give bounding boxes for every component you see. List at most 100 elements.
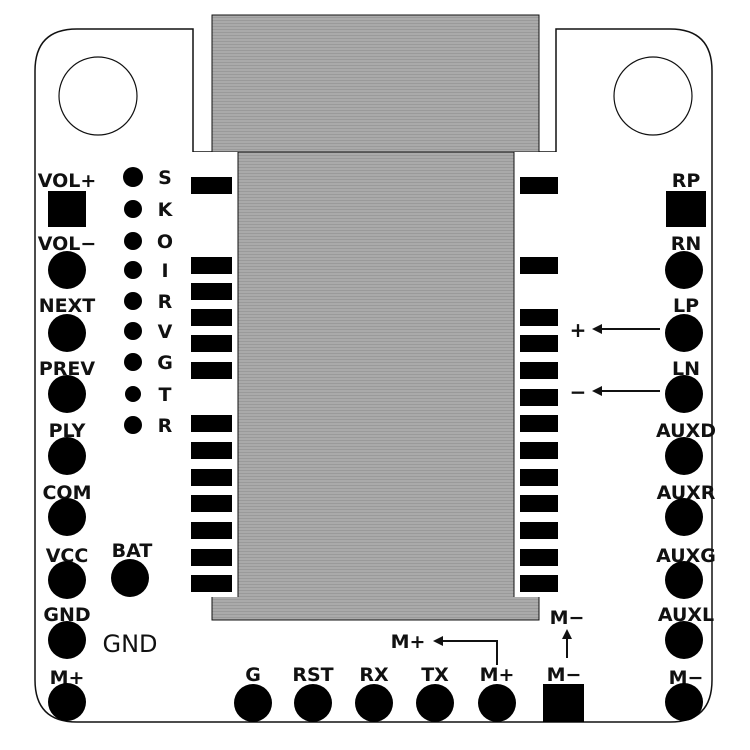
mounting-hole-right [613, 56, 693, 136]
right-header-pad-ln[interactable] [665, 375, 703, 413]
left-header-pad-volminus[interactable] [48, 251, 86, 289]
mounting-hole-left [58, 56, 138, 136]
left-header-label-volplus: VOL+ [38, 170, 97, 192]
test-point-pad[interactable] [125, 386, 141, 402]
module-pad-left [191, 495, 232, 512]
module-body [211, 151, 540, 621]
module-pad-left [191, 309, 232, 326]
lp-arrow [592, 324, 660, 334]
bottom-header-pad-mplus[interactable] [478, 684, 516, 722]
bottom-header-pad-rst[interactable] [294, 684, 332, 722]
module-pad-left [191, 415, 232, 432]
right-header-label-auxg: AUXG [656, 545, 716, 567]
test-point-pad[interactable] [123, 167, 143, 187]
right-header-label-auxl: AUXL [658, 604, 714, 626]
left-header-label-com: COM [42, 482, 91, 504]
left-header-label-volminus: VOL− [38, 233, 97, 255]
left-header-pad-prev[interactable] [48, 375, 86, 413]
test-point-pad[interactable] [124, 416, 142, 434]
module-pad-left [191, 177, 232, 194]
module-pad-right [520, 389, 558, 406]
test-point-label: O [157, 231, 173, 253]
bottom-header-label-g: G [245, 664, 261, 686]
module-pad-right [520, 469, 558, 486]
module-pad-right [520, 442, 558, 459]
right-header-label-auxr: AUXR [657, 482, 716, 504]
module-pad-left [191, 442, 232, 459]
module-pad-right [520, 522, 558, 539]
right-header-pad-lp[interactable] [665, 314, 703, 352]
test-point-pad[interactable] [124, 353, 142, 371]
module-pad-right [520, 575, 558, 592]
right-header-pad-rn[interactable] [665, 251, 703, 289]
bottom-header-label-rst: RST [292, 664, 333, 686]
test-point-label: K [158, 199, 174, 221]
bottom-header-pad-rx[interactable] [355, 684, 393, 722]
module-pad-left [191, 469, 232, 486]
test-point-pad[interactable] [124, 261, 142, 279]
lp-arrow-label: + [570, 318, 587, 342]
left-header-pad-mplus[interactable] [48, 683, 86, 721]
module-pad-left [191, 522, 232, 539]
module-pad-left [191, 257, 232, 274]
left-header-pad-ply[interactable] [48, 437, 86, 475]
left-header-pad-gnd[interactable] [48, 621, 86, 659]
module-pad-left [191, 283, 232, 300]
bottom-header-pad-mminus[interactable] [543, 684, 584, 722]
test-point-label: I [161, 260, 168, 282]
right-header-label-rn: RN [671, 233, 702, 255]
bat-pad[interactable] [111, 559, 149, 597]
module-pad-right [520, 335, 558, 352]
mplus-arrow [433, 636, 498, 665]
module-pad-left [191, 549, 232, 566]
test-point-label: T [159, 384, 172, 406]
left-header-pad-volplus[interactable] [48, 191, 86, 227]
mminus-arrow-label: M− [550, 607, 585, 629]
test-point-pad[interactable] [124, 292, 142, 310]
right-header-label-lp: LP [673, 295, 699, 317]
left-header-label-prev: PREV [39, 358, 96, 380]
bottom-header-pad-g[interactable] [234, 684, 272, 722]
module-pad-right [520, 257, 558, 274]
left-header-label-ply: PLY [49, 420, 86, 442]
right-header-label-auxd: AUXD [656, 420, 716, 442]
module-pads [191, 177, 558, 592]
right-header-pad-mminus[interactable] [665, 683, 703, 721]
module-pad-right [520, 362, 558, 379]
bottom-header-label-mminus: M− [547, 664, 582, 686]
test-point-label: V [158, 321, 173, 343]
left-header-pad-vcc[interactable] [48, 561, 86, 599]
right-header-pad-auxl[interactable] [665, 621, 703, 659]
module-antenna [211, 14, 540, 153]
right-header-pad-auxr[interactable] [665, 498, 703, 536]
left-header-label-mplus: M+ [50, 667, 85, 689]
test-point-label: R [158, 291, 173, 313]
test-point-label: G [157, 352, 173, 374]
module-pad-left [191, 575, 232, 592]
module-pad-right [520, 177, 558, 194]
module-pad-right [520, 415, 558, 432]
left-header-pad-com[interactable] [48, 498, 86, 536]
left-header-label-gnd: GND [43, 604, 90, 626]
module-pad-right [520, 309, 558, 326]
test-point-pad[interactable] [124, 232, 142, 250]
right-header-pad-auxg[interactable] [665, 561, 703, 599]
gnd-label: GND [102, 630, 157, 658]
test-point-label: R [158, 415, 173, 437]
test-point-pad[interactable] [124, 322, 142, 340]
right-header-pad-auxd[interactable] [665, 437, 703, 475]
bottom-header-label-mplus: M+ [480, 664, 515, 686]
left-header-pad-next[interactable] [48, 314, 86, 352]
module-pad-left [191, 362, 232, 379]
bottom-header-pad-tx[interactable] [416, 684, 454, 722]
module-pad-left [191, 335, 232, 352]
right-header-pad-rp[interactable] [666, 191, 706, 227]
right-header-label-mminus: M− [669, 667, 704, 689]
test-point-pad[interactable] [124, 200, 142, 218]
bat-label: BAT [112, 540, 153, 562]
